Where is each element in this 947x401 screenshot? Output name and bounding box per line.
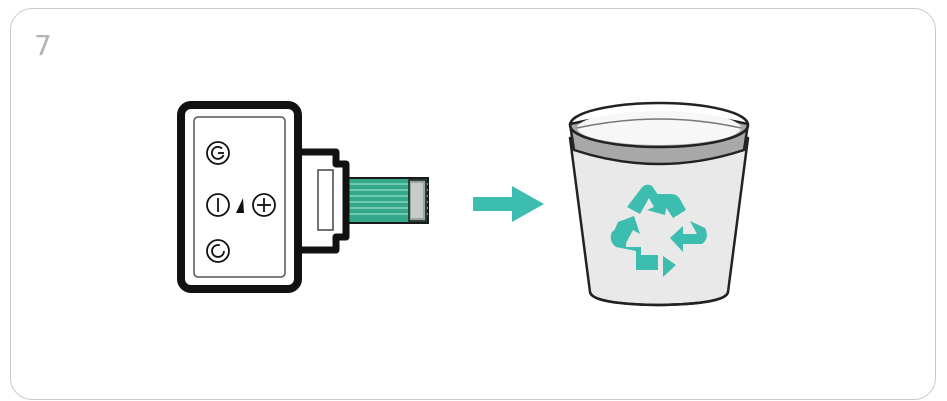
connector-neck <box>292 148 350 254</box>
step-number: 7 <box>34 29 52 62</box>
minus-icon <box>206 193 230 217</box>
recycle-symbol-icon <box>610 184 707 277</box>
cycle-icon <box>206 239 230 263</box>
power-icon <box>206 141 230 165</box>
plus-icon <box>252 193 276 217</box>
ribbon-cable <box>334 177 429 224</box>
recycle-bin-icon <box>568 101 750 307</box>
arrow-right-icon <box>473 186 544 222</box>
level-indicator-icon <box>236 198 244 213</box>
remote-panel <box>193 116 286 278</box>
remote-control-icon <box>177 101 429 293</box>
